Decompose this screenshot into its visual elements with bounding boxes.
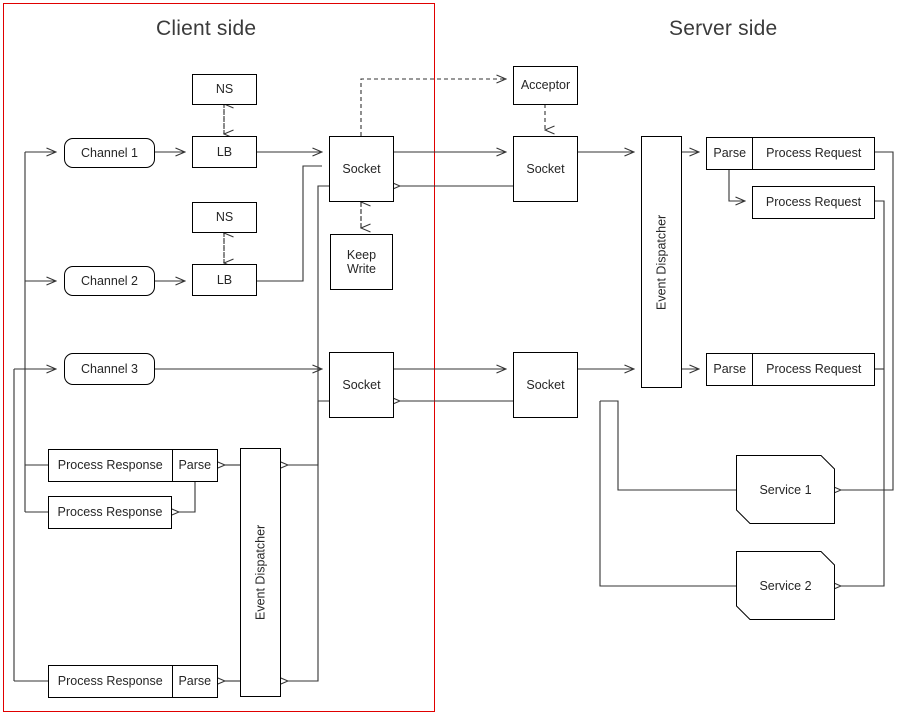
node-lb-1[interactable]: LB	[192, 136, 257, 168]
node-server-socket-2[interactable]: Socket	[513, 352, 578, 418]
node-parse-request-1[interactable]: Parse	[713, 146, 747, 161]
server-side-title: Server side	[669, 17, 778, 40]
node-process-response-2[interactable]: Process Response	[48, 496, 172, 529]
keep-write-line-1: Keep	[346, 247, 377, 262]
client-response-row-1[interactable]: Process Response Parse	[48, 449, 218, 482]
keep-write-line-2: Write	[347, 262, 376, 276]
node-server-event-dispatcher[interactable]: Event Dispatcher	[641, 136, 682, 388]
service-2-shape	[736, 551, 835, 620]
server-request-row-3[interactable]: Parse Process Request	[706, 353, 875, 386]
node-lb-2[interactable]: LB	[192, 264, 257, 296]
server-request-row-1[interactable]: Parse Process Request	[706, 137, 875, 170]
node-acceptor[interactable]: Acceptor	[513, 66, 578, 105]
node-keep-write[interactable]: Keep Write	[330, 234, 393, 290]
node-channel-2[interactable]: Channel 2	[64, 266, 155, 296]
node-parse-response-3[interactable]: Parse	[171, 666, 217, 697]
client-side-boundary	[3, 3, 435, 712]
node-process-request-2[interactable]: Process Request	[752, 186, 875, 219]
client-side-title: Client side	[156, 17, 257, 40]
node-channel-1[interactable]: Channel 1	[64, 138, 155, 168]
node-client-socket-2[interactable]: Socket	[329, 352, 394, 418]
node-ns-2[interactable]: NS	[192, 202, 257, 233]
node-service-1[interactable]: Service 1	[736, 455, 835, 524]
service-2-label: Service 2	[759, 578, 812, 593]
node-client-event-dispatcher[interactable]: Event Dispatcher	[240, 448, 281, 697]
node-parse-request-3[interactable]: Parse	[713, 362, 747, 377]
service-1-shape	[736, 455, 835, 524]
node-parse-response-1[interactable]: Parse	[171, 450, 217, 481]
client-response-row-3[interactable]: Process Response Parse	[48, 665, 218, 698]
node-process-request-1[interactable]: Process Request	[752, 138, 874, 169]
node-service-2[interactable]: Service 2	[736, 551, 835, 620]
node-process-response-3[interactable]: Process Response	[57, 674, 163, 689]
service-1-label: Service 1	[759, 482, 812, 497]
node-ns-1[interactable]: NS	[192, 74, 257, 105]
node-process-request-3[interactable]: Process Request	[752, 354, 874, 385]
node-channel-3[interactable]: Channel 3	[64, 353, 155, 385]
node-client-socket-1[interactable]: Socket	[329, 136, 394, 202]
node-process-response-1[interactable]: Process Response	[57, 458, 163, 473]
node-server-socket-1[interactable]: Socket	[513, 136, 578, 202]
